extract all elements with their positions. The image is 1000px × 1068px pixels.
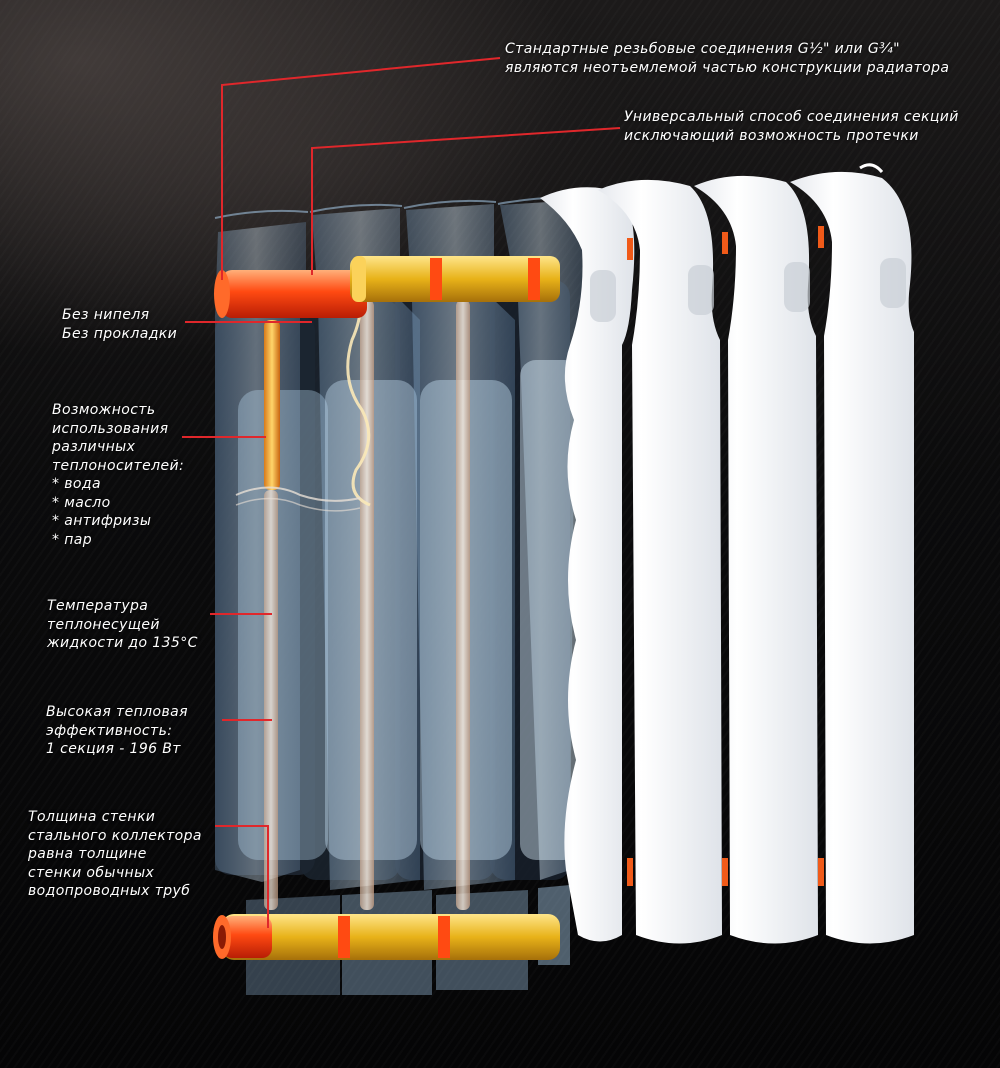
callout-temperature: Температура теплонесущей жидкости до 135… (47, 597, 198, 653)
callout-text-line: 1 секция - 196 Вт (46, 741, 181, 757)
callout-text-line: стенки обычных (28, 864, 155, 881)
callout-list-item: * пар (52, 531, 93, 548)
callout-text-line: являются неотъемлемой частью конструкции… (505, 59, 950, 76)
callout-text-line: стального коллектора (28, 827, 202, 844)
vertical-riser-pipes (235, 269, 470, 910)
callout-list-item: * масло (52, 494, 111, 511)
callout-thermal-efficiency: Высокая тепловая эффективность: 1 секция… (46, 703, 188, 759)
white-section-3 (694, 175, 824, 944)
callout-section-joining: Универсальный способ соединения секций и… (624, 108, 959, 145)
leader-lines (182, 57, 621, 928)
callout-text-line: Возможность (52, 402, 156, 418)
white-section-2 (598, 179, 728, 944)
white-section-4 (790, 163, 914, 944)
callout-text-line: Без прокладки (62, 325, 178, 342)
callout-text-line: эффективность: (46, 722, 173, 739)
callout-text-line: исключающий возможность протечки (624, 127, 919, 144)
callout-text-line: Толщина стенки (28, 809, 156, 825)
top-collector-pipe (214, 256, 560, 318)
callout-text-line: различных (52, 439, 136, 455)
callout-text-line: жидкости до 135°C (47, 635, 198, 651)
callout-text-line: водопроводных труб (28, 883, 191, 899)
callout-text-line: теплоносителей: (52, 457, 185, 474)
callout-list-item: * антифризы (52, 513, 152, 529)
callout-heat-carriers: Возможность использования различных тепл… (52, 401, 184, 549)
callout-text-line: Температура (47, 598, 149, 614)
callout-text-line: Высокая тепловая (46, 704, 188, 720)
callout-no-nipple: Без нипеля Без прокладки (62, 306, 177, 343)
callout-text-line: Стандартные резьбовые соединения G½" или… (505, 41, 900, 57)
bottom-collector-pipe (213, 914, 560, 960)
white-section-1 (540, 187, 635, 942)
callout-text-line: использования (52, 420, 169, 437)
callout-text-line: Универсальный способ соединения секций (624, 109, 959, 125)
callout-text-line: равна толщине (28, 846, 147, 862)
callout-threaded-connections: Стандартные резьбовые соединения G½" или… (505, 40, 949, 77)
callout-text-line: Без нипеля (62, 307, 150, 323)
callout-text-line: теплонесущей (47, 616, 160, 633)
callout-list-item: * вода (52, 476, 101, 492)
callout-wall-thickness: Толщина стенки стального коллектора равн… (28, 808, 202, 901)
